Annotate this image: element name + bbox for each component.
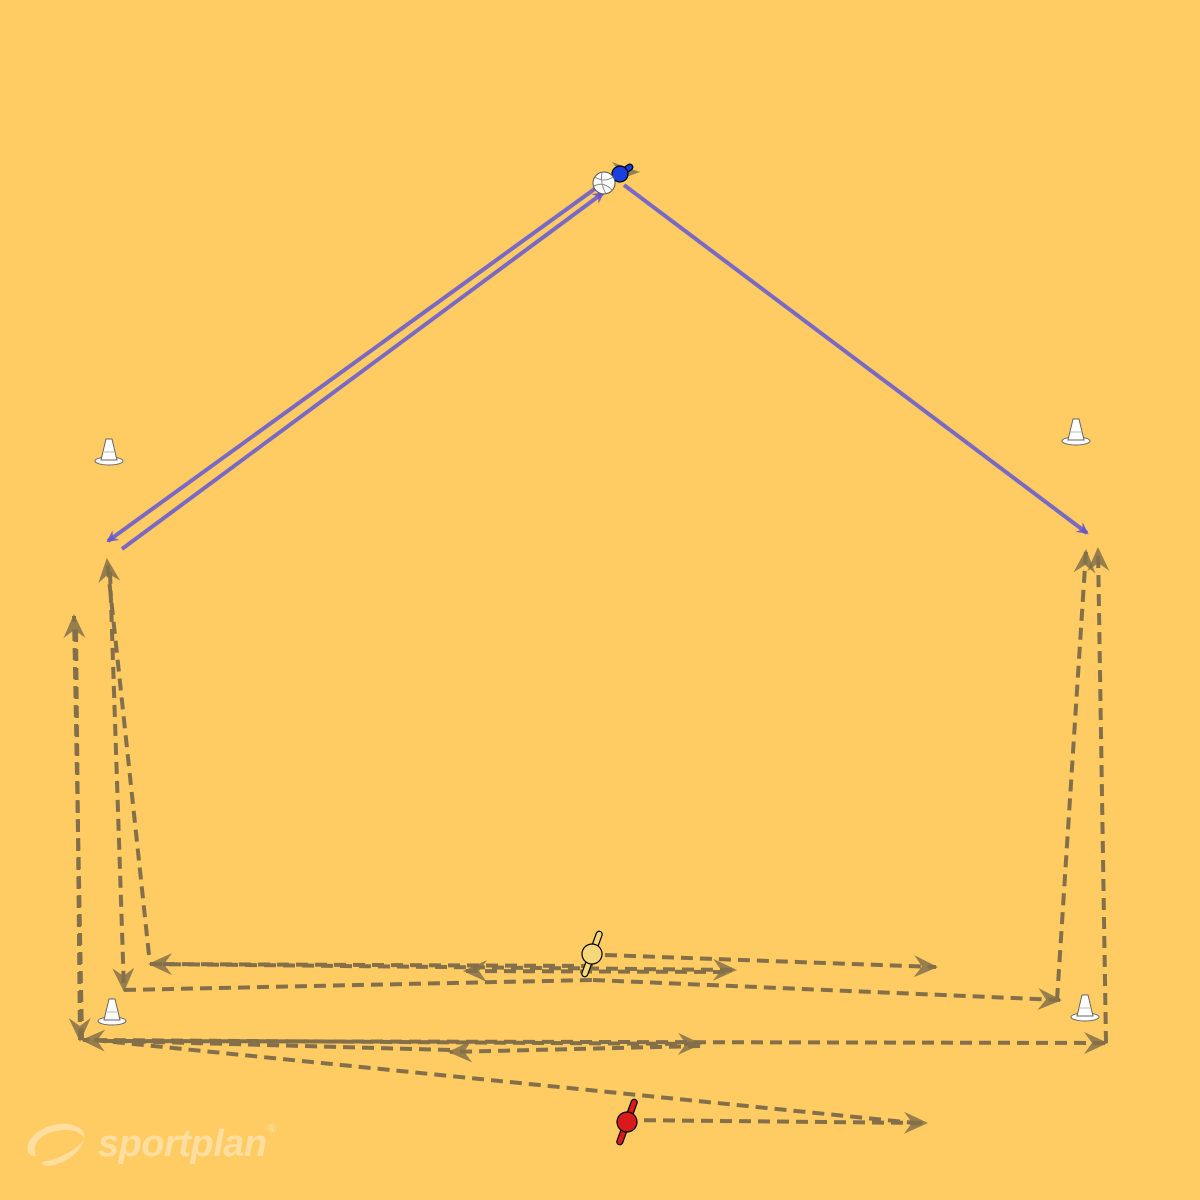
pass-line-setter-to-right [622,183,1089,535]
run-line [448,1040,701,1063]
run-line [104,1031,1108,1054]
run-line [81,1029,451,1052]
run-line [68,629,91,1042]
logo-wordmark: sportplan [98,1122,267,1165]
player-yellow [581,930,603,978]
cone-icon [94,438,124,466]
sportplan-logo: sportplan® [22,1118,276,1170]
pass-line-left-to-setter [120,191,605,551]
cones [94,418,1100,1026]
run-line [463,960,726,983]
run-line [123,978,594,992]
run-lines [63,547,1110,1134]
player-red [616,1098,638,1146]
player-icon [616,1098,638,1146]
pass-line-setter-to-left [106,186,598,543]
pass-lines [106,183,1089,551]
run-line [604,953,938,978]
run-line [1055,549,1096,1001]
run-line [592,978,1062,1011]
sportplan-swoosh-icon [27,1123,85,1166]
run-line [149,958,737,981]
player-icon [581,930,603,978]
player-setter-blue [592,162,640,195]
run-line [98,558,151,956]
run-line [1087,547,1110,1044]
cone-icon [1061,418,1091,446]
volleyball-icon [592,171,616,195]
run-line [148,953,594,976]
cone-icon [1070,994,1100,1022]
logo-text: sportplan® [98,1122,276,1166]
cone-icon [97,998,127,1026]
run-line [624,1111,928,1134]
run-line [93,1038,926,1126]
logo-registered-mark: ® [267,1122,276,1135]
run-line [108,571,135,992]
